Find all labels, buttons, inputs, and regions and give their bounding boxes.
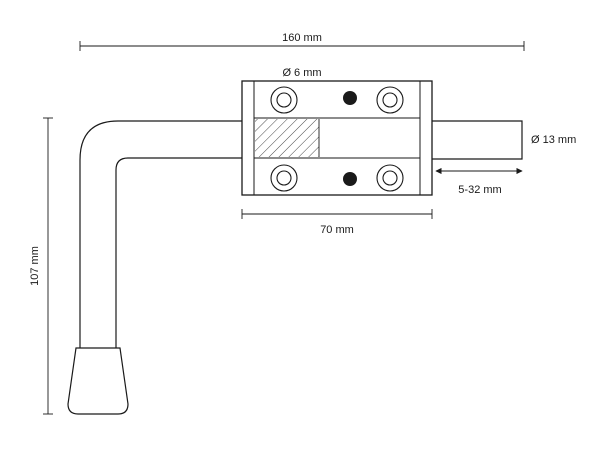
bolt-diameter-label: Ø 13 mm (531, 134, 576, 146)
bracket-width-label: 70 mm (320, 224, 354, 236)
handle-arm (79, 120, 242, 348)
hole-diameter-label: Ø 6 mm (282, 67, 321, 79)
bracket-width-dimension: 70 mm (241, 209, 433, 236)
height-label: 107 mm (29, 246, 41, 286)
rivet-top (343, 91, 357, 105)
bracket-body (241, 80, 433, 196)
stroke-dimension: 5-32 mm (435, 167, 523, 196)
mounting-hole-top-right (376, 86, 404, 114)
bolt-rod (432, 120, 523, 160)
handle-grip (67, 347, 129, 415)
height-dimension: 107 mm (29, 117, 53, 415)
total-length-label: 160 mm (282, 32, 322, 44)
total-length-dimension: 160 mm (79, 32, 525, 51)
stroke-label: 5-32 mm (458, 184, 501, 196)
mounting-hole-top-left (270, 86, 298, 114)
mounting-hole-bottom-left (270, 164, 298, 192)
rivet-bottom (343, 172, 357, 186)
mounting-hole-bottom-right (376, 164, 404, 192)
hatched-section (255, 119, 319, 157)
